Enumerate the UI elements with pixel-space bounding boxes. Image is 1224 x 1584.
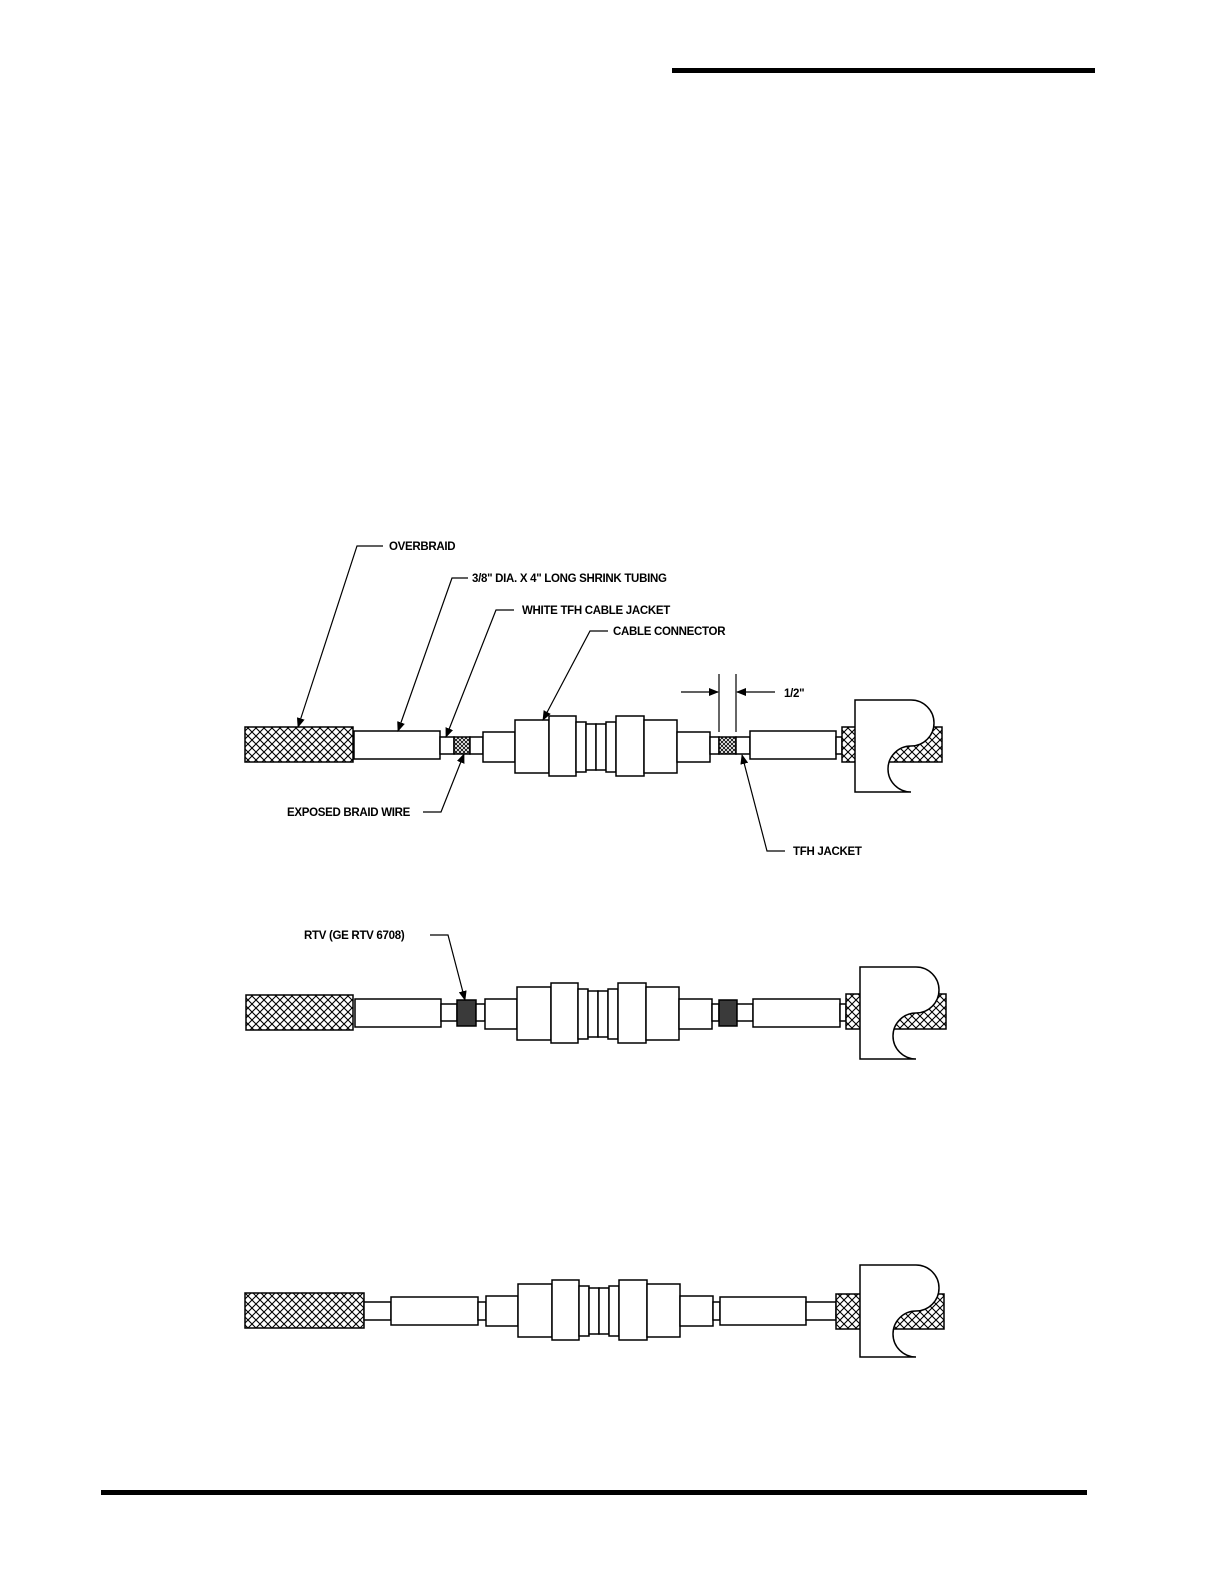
label-exposed-braid: EXPOSED BRAID WIRE bbox=[287, 807, 411, 819]
leader-overbraid bbox=[298, 546, 383, 727]
overbraid-left bbox=[246, 995, 353, 1030]
label-tfh-jacket: TFH JACKET bbox=[793, 846, 862, 858]
label-dimension: 1/2" bbox=[784, 688, 804, 700]
leader-white-tfh bbox=[446, 610, 514, 737]
tfh-jacket-left bbox=[440, 737, 454, 754]
figure-step-1 bbox=[245, 700, 942, 792]
label-cable-connector: CABLE CONNECTOR bbox=[613, 626, 726, 638]
shrink-tubing-right bbox=[720, 1297, 806, 1325]
leader-rtv bbox=[430, 935, 465, 1000]
overbraid-left bbox=[245, 1293, 364, 1328]
leader-tfh-jacket bbox=[742, 755, 785, 851]
shrink-tubing-right bbox=[753, 999, 840, 1027]
exposed-braid-right bbox=[719, 737, 736, 754]
rtv-seal-left bbox=[457, 1000, 476, 1026]
exposed-braid-left bbox=[454, 737, 470, 754]
shrink-tubing-right bbox=[750, 731, 836, 759]
leader-exposed-braid bbox=[423, 754, 464, 812]
label-rtv: RTV (GE RTV 6708) bbox=[304, 930, 405, 942]
shrink-tubing-left bbox=[391, 1297, 478, 1325]
label-white-tfh: WHITE TFH CABLE JACKET bbox=[522, 605, 670, 617]
rtv-seal-right bbox=[719, 1000, 737, 1026]
shrink-tubing-left bbox=[355, 999, 441, 1027]
cable-connector bbox=[483, 716, 710, 776]
cable-connector bbox=[486, 1280, 713, 1340]
cable-connector bbox=[485, 983, 712, 1043]
label-overbraid: OVERBRAID bbox=[389, 541, 455, 553]
shrink-tubing-left bbox=[354, 731, 440, 759]
label-shrink-tubing: 3/8" DIA. X 4" LONG SHRINK TUBING bbox=[472, 573, 667, 585]
leader-cable-connector bbox=[543, 631, 608, 720]
figure-step-3 bbox=[245, 1265, 944, 1357]
overbraid-left bbox=[245, 727, 353, 762]
figure-step-2 bbox=[246, 967, 946, 1059]
